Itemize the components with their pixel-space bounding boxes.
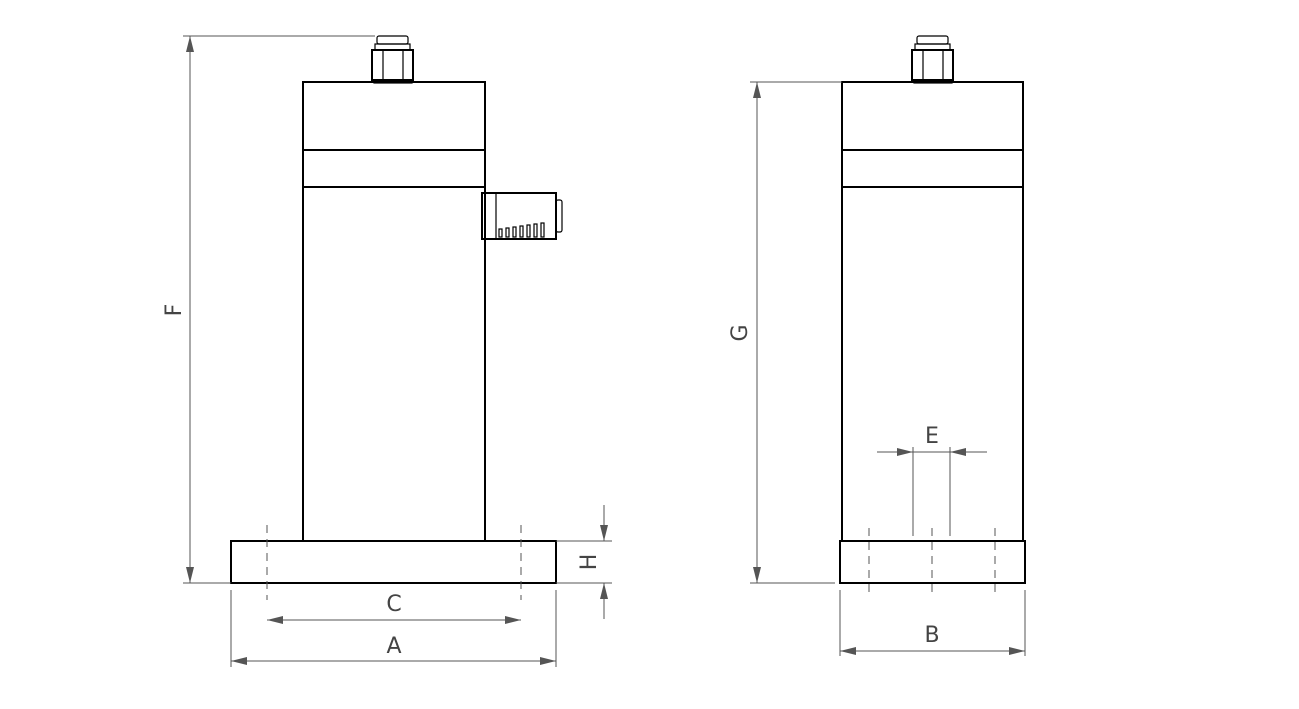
dimension-F: F <box>162 35 375 584</box>
side-view: G E B <box>728 35 1026 656</box>
front-view: F H C A <box>162 35 612 667</box>
dimension-E: E <box>877 424 987 536</box>
push-fitting-top <box>911 35 954 84</box>
dimension-H: H <box>556 505 612 619</box>
dimension-label-E: E <box>925 424 939 449</box>
base-plate <box>839 540 1026 584</box>
base-plate <box>230 540 557 584</box>
dimension-label-H: H <box>577 554 602 571</box>
side-port-silencer <box>481 192 563 240</box>
dimension-label-F: F <box>162 304 187 317</box>
dimension-label-A: A <box>386 634 401 659</box>
dimension-label-G: G <box>728 324 753 341</box>
dimension-G: G <box>728 81 842 584</box>
dimension-B: B <box>839 590 1026 656</box>
dimension-A: A <box>230 590 557 667</box>
push-fitting-top <box>371 35 414 84</box>
dimension-C: C <box>267 592 521 624</box>
dimension-label-B: B <box>924 623 939 648</box>
dimension-label-C: C <box>386 592 401 617</box>
